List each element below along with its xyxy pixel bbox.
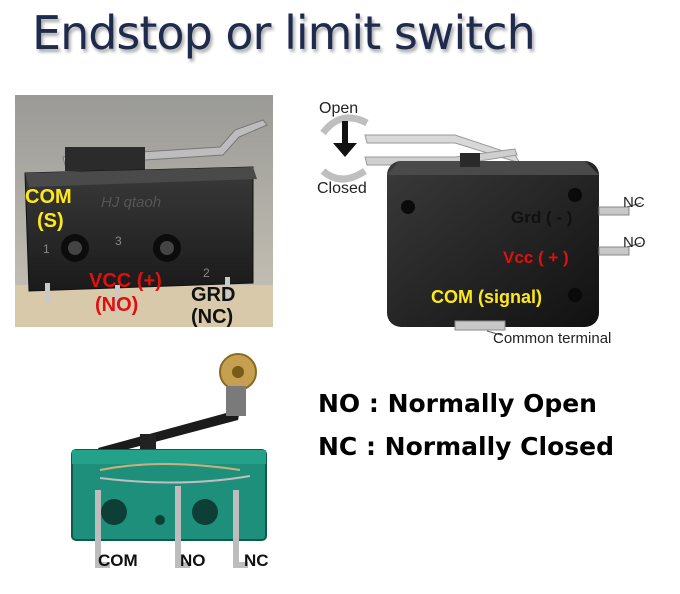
common-terminal-label: Common terminal bbox=[493, 330, 611, 347]
s-label: (S) bbox=[37, 210, 64, 232]
no-terminal-label: NO bbox=[623, 234, 646, 251]
switch-diagram-top-right: Open Closed NC NO Grd ( - ) Vcc ( + ) CO… bbox=[317, 100, 646, 347]
closed-label: Closed bbox=[317, 180, 367, 197]
grd-label: Grd ( - ) bbox=[511, 208, 572, 227]
com-pin-label: COM bbox=[98, 551, 138, 570]
no-pin-label: NO bbox=[180, 551, 206, 570]
svg-text:HJ qtaoh: HJ qtaoh bbox=[101, 194, 161, 211]
definitions: NO : Normally Open NC : Normally Closed bbox=[318, 382, 614, 468]
switch-photo-bottom-left: COM NO NC bbox=[71, 353, 269, 570]
nc-label: (NC) bbox=[191, 306, 233, 327]
grd-label: GRD bbox=[191, 284, 235, 306]
com-label: COM bbox=[25, 186, 72, 208]
com-signal-label: COM (signal) bbox=[431, 287, 542, 307]
pin-1-label: 1 bbox=[43, 242, 50, 256]
definition-nc: NC : Normally Closed bbox=[318, 432, 614, 461]
nc-pin-label: NC bbox=[244, 551, 269, 570]
pin-3-label: 3 bbox=[115, 234, 122, 248]
nc-terminal-label: NC bbox=[623, 194, 645, 211]
switch-photo-top-left: HJ qtaoh 1 3 2 COM (S) VCC (+) (NO) GRD … bbox=[15, 95, 273, 327]
page-title: Endstop or limit switch bbox=[32, 6, 536, 60]
no-label: (NO) bbox=[95, 294, 138, 316]
definition-no: NO : Normally Open bbox=[318, 389, 597, 418]
pin-2-label: 2 bbox=[203, 266, 210, 280]
open-label: Open bbox=[319, 100, 358, 117]
vcc-label: VCC (+) bbox=[89, 270, 162, 292]
vcc-label: Vcc ( + ) bbox=[503, 248, 569, 267]
